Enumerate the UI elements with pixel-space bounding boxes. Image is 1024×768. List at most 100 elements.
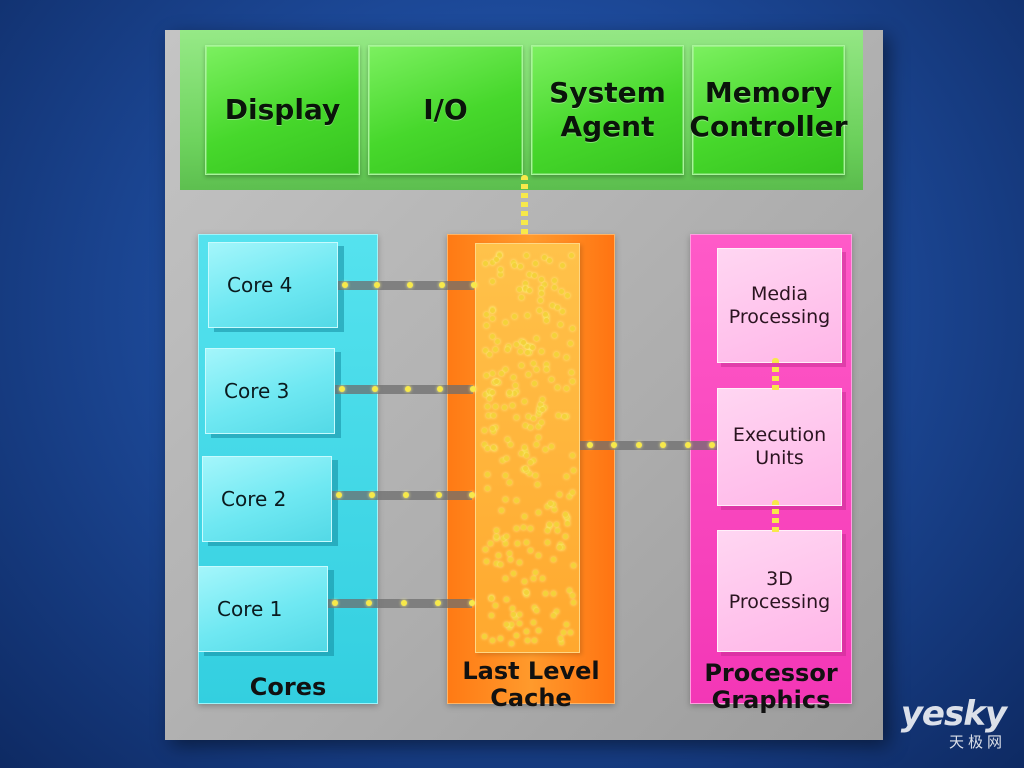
cores-label: Cores xyxy=(249,673,327,701)
cache-dot xyxy=(511,374,517,380)
cache-dot xyxy=(492,347,498,353)
cache-dot xyxy=(536,628,542,634)
cache-dot xyxy=(520,339,526,345)
cache-dot xyxy=(513,342,519,348)
cache-dot xyxy=(563,621,569,627)
cache-dot xyxy=(524,350,530,356)
cache-dot xyxy=(564,473,570,479)
cache-dot xyxy=(571,600,577,606)
interconnect-dot xyxy=(709,442,715,448)
cache-dot xyxy=(509,402,515,408)
cache-dot xyxy=(486,389,492,395)
interconnect-dot xyxy=(371,386,378,392)
cache-dot xyxy=(544,504,550,510)
cache-dot xyxy=(513,414,519,420)
interconnect-dot xyxy=(437,386,444,392)
cache-dot xyxy=(506,550,512,556)
cache-dot xyxy=(536,412,542,418)
cache-dot xyxy=(542,312,548,318)
interconnect-dot xyxy=(404,386,411,392)
cache-dot xyxy=(489,278,495,284)
cache-dot xyxy=(536,434,542,440)
cache-dot xyxy=(561,413,567,419)
cache-dot xyxy=(536,307,542,313)
cache-dot xyxy=(494,534,500,540)
cache-dot xyxy=(486,412,492,418)
cache-dot xyxy=(559,288,565,294)
cache-dot xyxy=(527,470,533,476)
cache-dot xyxy=(533,367,539,373)
cache-dot xyxy=(570,563,576,569)
cache-dot xyxy=(517,620,523,626)
interconnect-dot xyxy=(611,442,618,448)
cache-dot xyxy=(491,412,497,418)
cache-dot xyxy=(559,308,565,314)
cache-dot xyxy=(542,281,548,287)
cache-dot xyxy=(522,445,528,451)
cache-dot xyxy=(548,376,554,382)
cache-dot xyxy=(494,528,500,534)
cache-dot xyxy=(553,522,559,528)
cache-dot xyxy=(507,480,513,486)
cache-dot xyxy=(507,389,513,395)
cache-dot xyxy=(563,533,569,539)
cache-dot xyxy=(551,333,557,339)
cache-dot xyxy=(522,466,528,472)
cache-dot xyxy=(539,348,545,354)
cache-dot xyxy=(489,334,495,340)
interconnect-dot xyxy=(369,492,376,498)
cache-dot xyxy=(539,285,545,291)
cache-dot xyxy=(522,285,528,291)
cache-dot xyxy=(483,372,489,378)
cache-dot xyxy=(546,522,552,528)
cache-dot xyxy=(563,386,569,392)
cache-dot xyxy=(503,540,509,546)
cache-dot xyxy=(494,256,500,262)
cache-dot xyxy=(483,261,489,267)
cache-dot xyxy=(485,403,491,409)
cache-dot xyxy=(504,533,510,539)
cache-dot xyxy=(505,436,511,442)
cache-dot xyxy=(570,489,576,495)
cache-dot xyxy=(513,526,519,532)
cache-dot xyxy=(487,541,493,547)
core-2-bus xyxy=(332,491,472,500)
cache-dot xyxy=(545,539,551,545)
interconnect-dot xyxy=(366,600,373,606)
cache-dot xyxy=(571,468,577,474)
site-watermark: yesky 天极网 xyxy=(901,697,1007,752)
cache-dot xyxy=(493,378,499,384)
cache-dot xyxy=(537,406,543,412)
cache-dot xyxy=(566,493,572,499)
cache-dot xyxy=(532,638,538,644)
graphics-label: Processor Graphics xyxy=(704,659,838,714)
interconnect-dot xyxy=(469,492,475,498)
cache-dot xyxy=(529,345,535,351)
cache-dot xyxy=(551,278,557,283)
cache-dot xyxy=(538,276,544,282)
cache-dot xyxy=(551,612,557,618)
watermark-chinese: 天极网 xyxy=(948,733,1006,751)
cache-dot xyxy=(569,370,575,376)
cache-dot xyxy=(514,388,520,394)
execution-3d-link xyxy=(772,500,779,534)
cache-dot xyxy=(498,508,504,514)
cache-dot xyxy=(558,321,564,327)
interconnect-dot xyxy=(471,282,477,288)
cache-dot xyxy=(539,290,544,296)
interconnect-dot xyxy=(435,492,442,498)
cache-dot xyxy=(570,592,576,598)
cache-dot xyxy=(538,420,544,426)
interconnect-dot xyxy=(635,442,642,448)
interconnect-dot xyxy=(660,442,667,448)
cache-dot xyxy=(498,271,504,277)
interconnect-dot xyxy=(684,442,691,448)
cache-dot xyxy=(482,441,487,447)
cache-dot xyxy=(538,401,544,407)
cache-graphics-bus xyxy=(580,441,717,450)
cache-dot xyxy=(544,527,550,533)
core-2-block: Core 2 xyxy=(202,456,332,542)
cache-dot xyxy=(522,449,528,455)
cache-dot xyxy=(526,372,532,378)
cache-dot xyxy=(501,405,507,411)
